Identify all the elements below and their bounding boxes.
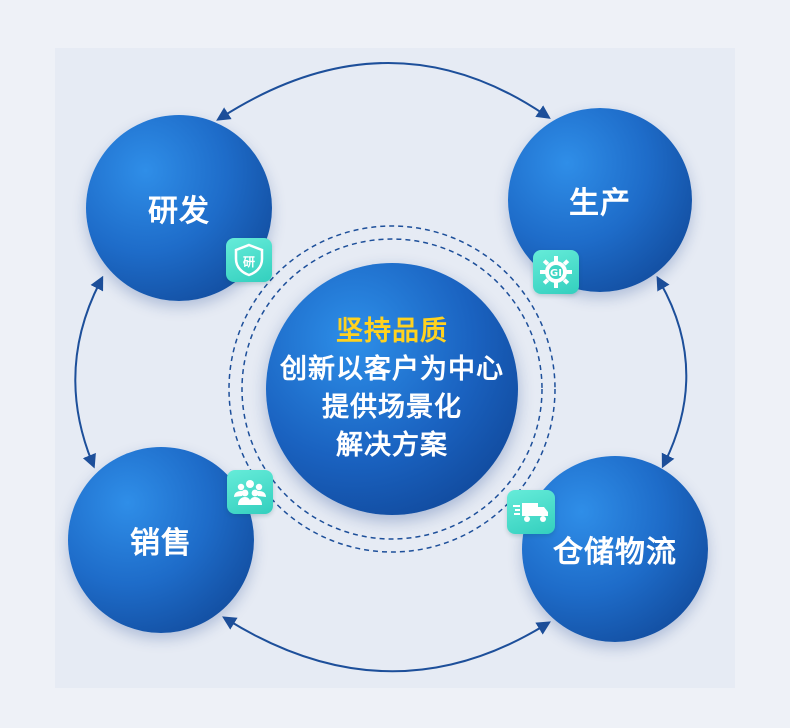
center-highlight: 坚持品质: [336, 316, 448, 347]
badge-sales: [227, 470, 273, 514]
node-sales: 销售: [68, 447, 254, 633]
center-dashed-ring-outer: [228, 225, 556, 553]
node-rd-label: 研发: [148, 194, 210, 229]
badge-production: GI: [533, 250, 579, 294]
node-warehouse: 仓储物流: [522, 456, 708, 642]
arrow-warehouse-to-sales: [222, 616, 551, 673]
node-warehouse-label: 仓储物流: [553, 535, 677, 570]
gear-icon: GI: [540, 256, 572, 288]
center-line-1: 创新以客户为中心: [280, 354, 504, 385]
badge-warehouse: [507, 490, 555, 534]
badge-rd-text: 研: [243, 255, 255, 269]
center-dashed-ring-inner: [241, 238, 543, 540]
center-line-3: 解决方案: [336, 430, 448, 461]
arrow-sales-to-rd: [74, 275, 104, 469]
arrow-production-to-warehouse: [656, 275, 688, 469]
badge-rd: 研: [226, 238, 272, 282]
center-line-2: 提供场景化: [322, 392, 462, 423]
node-sales-label: 销售: [130, 526, 192, 561]
badge-production-text: GI: [550, 268, 562, 279]
node-production-label: 生产: [569, 186, 631, 221]
people-group-icon: [234, 480, 266, 505]
truck-icon: [513, 503, 548, 522]
arrow-rd-to-production: [216, 62, 551, 121]
center-circle: 坚持品质 创新以客户为中心 提供场景化 解决方案: [266, 263, 518, 515]
shield-icon: 研: [234, 243, 264, 277]
